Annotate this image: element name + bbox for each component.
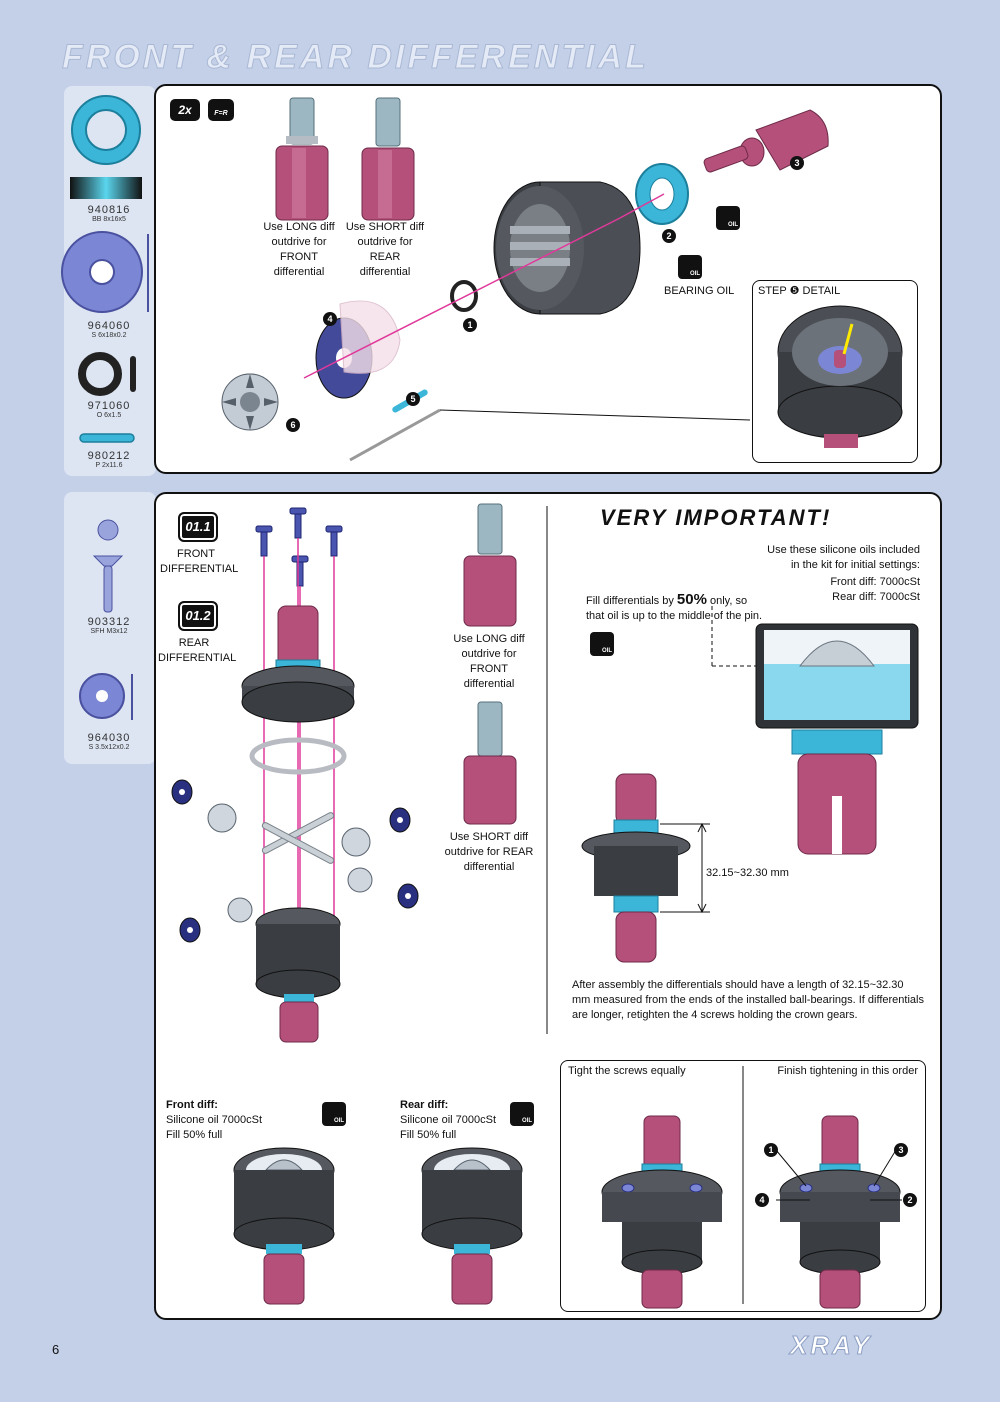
o-ring-icon [78,352,136,396]
diff-screws-order [775,1115,902,1309]
rear-diff-oil: Silicone oil 7000cSt [400,1114,497,1126]
assembly-length-note: After assembly the differentials should … [572,979,924,1021]
part-desc: BB 8x16x5 [92,216,126,223]
oil-icon: OIL [678,255,702,279]
callout-1: 1 [463,318,477,332]
length-spec: 32.15~32.30 mm [706,867,789,879]
short-outdrive-bottom [463,701,517,825]
rear-diff-title: Rear diff: [400,1099,449,1111]
detail-diff-case [777,305,903,448]
front-diff-filled [233,1147,335,1305]
front-oil-setting: Front diff: 7000cSt [830,576,920,588]
page-title: FRONT & REAR DIFFERENTIAL [62,38,649,77]
callout-5: 5 [406,392,420,406]
step5-detail-label: STEP ❺ DETAIL [758,285,841,297]
part-number: 980212 [87,450,131,462]
page-number: 6 [52,1342,60,1357]
oils-intro: Use these silicone oils included in the … [767,544,920,571]
part-903312: 903312 SFH M3x12 [64,616,154,635]
bearing-oil-label: BEARING OIL [664,285,735,297]
long-outdrive-label: Use LONG diff outdrive for FRONT differe… [453,633,525,690]
part-desc: SFH M3x12 [90,628,128,635]
front-diff-fill: Fill 50% full [166,1129,223,1141]
part-number: 940816 [87,204,131,216]
part-desc: S 6x18x0.2 [91,332,127,339]
shim-small-icon [79,673,133,720]
oil-fill-cutaway [711,606,919,855]
part-number: 971060 [87,400,131,412]
rear-oil-setting: Rear diff: 7000cSt [832,591,920,603]
exploded-differential [171,507,419,1043]
part-desc: O 6x1.5 [96,412,122,419]
part-980212: 980212 P 2x11.6 [64,450,154,469]
divider-line [546,506,548,1034]
order-2: 2 [903,1193,917,1207]
pin-icon [79,433,135,443]
oil-icon: OIL [322,1102,346,1126]
part-number: 964030 [87,732,131,744]
part-964060: 964060 S 6x18x0.2 [64,320,154,339]
screw-icon [92,519,124,613]
tighten-order-label: Finish tightening in this order [777,1065,918,1077]
part-number: 903312 [87,616,131,628]
oil-icon: OIL [716,206,740,230]
long-outdrive [275,97,329,221]
bearing-icon [70,95,142,199]
part-964030: 964030 S 3.5x12x0.2 [64,732,154,751]
step-badge-front: 01.1 [178,512,218,542]
part-desc: S 3.5x12x0.2 [88,744,130,751]
callout-4: 4 [323,312,337,326]
part-940816: 940816 BB 8x16x5 [64,204,154,223]
rear-diff-fill: Fill 50% full [400,1129,457,1141]
very-important-heading: VERY IMPORTANT! [600,505,832,530]
short-outdrive-label: Use SHORT diff outdrive for REAR differe… [345,221,425,278]
brand-logo: XRAY [789,1330,873,1361]
order-1: 1 [764,1143,778,1157]
order-3: 3 [894,1143,908,1157]
oil-icon: OIL [510,1102,534,1126]
fr-label: F=R [214,110,228,117]
front-differential-label: FRONT DIFFERENTIAL [160,548,239,575]
shim-icon [61,231,149,313]
quantity-badge: 2x [170,99,200,121]
outdrive-top-right [703,109,829,173]
order-4: 4 [755,1193,769,1207]
tighten-equal-label: Tight the screws equally [568,1065,686,1077]
rear-diff-filled [421,1147,523,1305]
assembled-diff-length [581,773,710,963]
oil-icon: OIL [590,632,614,656]
callout-3: 3 [790,156,804,170]
step-badge-rear: 01.2 [178,601,218,631]
diff-screws-equal [601,1115,723,1309]
front-diff-oil: Silicone oil 7000cSt [166,1114,263,1126]
part-971060: 971060 O 6x1.5 [64,400,154,419]
part-number: 964060 [87,320,131,332]
front-diff-title: Front diff: [166,1099,218,1111]
long-outdrive-bottom [463,503,517,627]
pinion-gear [221,373,279,431]
part-desc: P 2x11.6 [95,462,123,469]
front-equals-rear-badge: F=R [208,99,234,121]
rear-differential-label: REAR DIFFERENTIAL [158,637,237,664]
callout-2: 2 [662,229,676,243]
callout-6: 6 [286,418,300,432]
tightening-divider [742,1066,744,1304]
short-outdrive-label: Use SHORT diff outdrive for REAR differe… [444,831,534,873]
diff-case-top [223,163,751,462]
short-outdrive [361,97,415,221]
long-outdrive-label: Use LONG diff outdrive for FRONT differe… [263,221,335,278]
fill-instruction: Fill differentials by 50% only, so that … [586,591,763,622]
